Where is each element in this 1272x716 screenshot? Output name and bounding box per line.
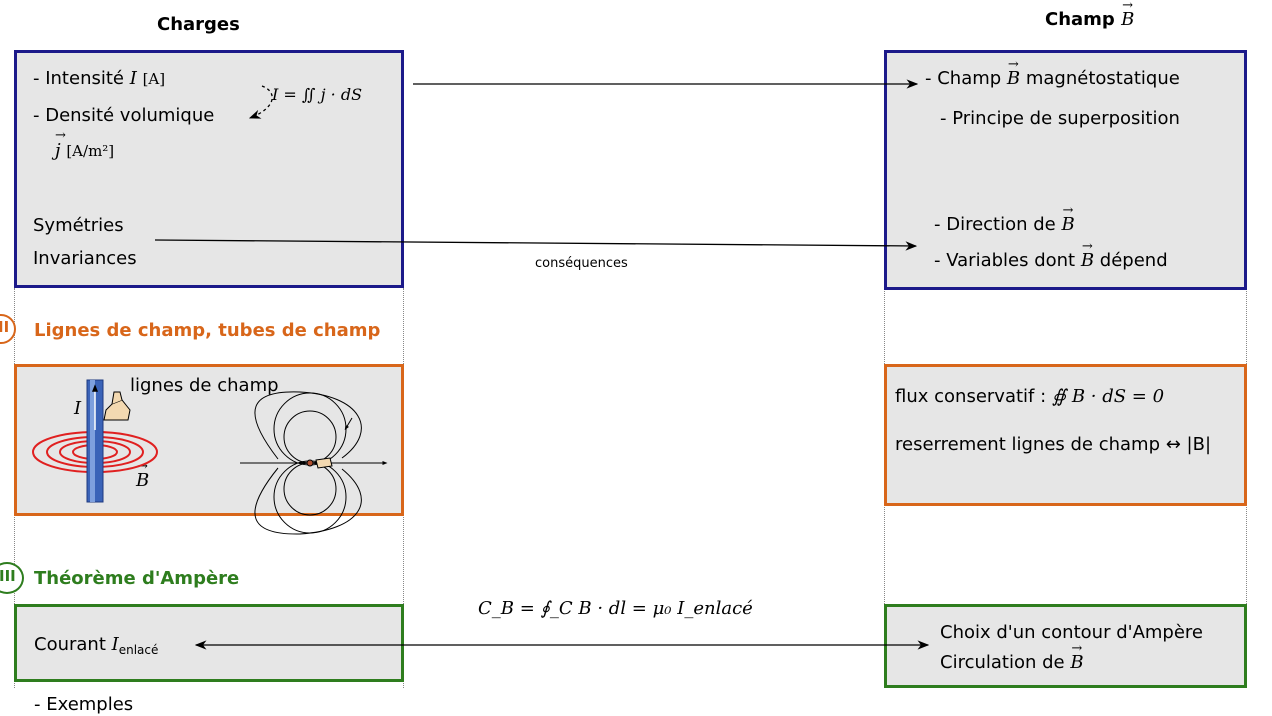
contour-line-2: Circulation de →B <box>940 641 1084 673</box>
lignes-champ-box <box>14 364 404 516</box>
exemples-label: - Exemples <box>34 694 134 715</box>
section-2-title: Lignes de champ, tubes de champ <box>34 320 381 341</box>
flux-line: flux conservatif : ∯ B · dS = 0 <box>895 386 1164 407</box>
densite-unit: [A/m²] <box>66 142 115 160</box>
section-2-number: II <box>0 318 10 336</box>
b-symbol: →B <box>1061 203 1075 235</box>
section-3-number-circle <box>0 562 24 594</box>
champ-box <box>884 50 1247 290</box>
lignes-champ-label: lignes de champ <box>130 375 279 396</box>
reserrement-line: reserrement lignes de champ ↔ |B| <box>895 434 1212 455</box>
section-3-title: Théorème d'Ampère <box>34 568 240 589</box>
ampere-formula: C_B = ∮_C B · dl = μ₀ I_enlacé <box>478 598 753 619</box>
densite-line: - Densité volumique <box>33 105 215 126</box>
champ-item-1-prefix: - Champ <box>925 68 1007 89</box>
intensite-label: - Intensité <box>33 68 130 89</box>
field-symbol: →B <box>136 459 150 491</box>
flux-line-prefix: flux conservatif : <box>895 386 1052 407</box>
current-symbol: I <box>74 398 82 419</box>
courant-label: Courant <box>34 634 112 655</box>
consequences-label: conséquences <box>535 256 628 271</box>
b-symbol: B <box>1121 9 1135 30</box>
charges-box <box>14 50 404 288</box>
relation-dashed-arrow <box>248 85 273 119</box>
courant-sub: enlacé <box>118 643 159 657</box>
champ-item-2: - Principe de superposition <box>940 108 1180 129</box>
champ-item-4-prefix: - Variables dont <box>934 250 1081 271</box>
champ-item-4: - Variables dont →B dépend <box>934 239 1168 271</box>
b-symbol: B <box>136 470 150 491</box>
intensite-relation: I = ∬ j · dS <box>272 85 363 104</box>
champ-item-3: - Direction de →B <box>934 203 1075 235</box>
symetries-label: Symétries <box>33 215 124 236</box>
section-3-number: III <box>0 567 16 585</box>
champ-header-text: Champ <box>1045 9 1122 30</box>
champ-item-3-prefix: - Direction de <box>934 214 1062 235</box>
contour-line-1: Choix d'un contour d'Ampère <box>940 622 1203 643</box>
intensite-line: - Intensité I [A] <box>33 68 165 89</box>
arrow-symetries <box>154 239 918 251</box>
invariances-label: Invariances <box>33 248 137 269</box>
charges-header: Charges <box>157 14 240 35</box>
champ-item-4-suffix: dépend <box>1094 250 1168 271</box>
courant-line: Courant Ienlacé <box>34 634 158 657</box>
contour-line-2-prefix: Circulation de <box>940 652 1071 673</box>
j-symbol: →j <box>55 128 66 161</box>
courant-var: I <box>111 634 119 655</box>
b-symbol: →B <box>1070 641 1084 673</box>
champ-header: Champ →B <box>1045 0 1135 30</box>
field-lines-illustration <box>240 391 388 535</box>
contour-box <box>884 604 1247 688</box>
flux-formula: ∯ B · dS = 0 <box>1051 386 1165 407</box>
wire-illustration <box>32 379 158 503</box>
b-symbol: →B <box>1006 57 1021 89</box>
champ-item-1: - Champ →B magnétostatique <box>925 57 1180 89</box>
champ-header-symbol: →B <box>1121 0 1135 30</box>
intensite-var: I <box>129 68 137 89</box>
intensite-unit: [A] <box>142 70 166 88</box>
flux-box <box>884 364 1247 506</box>
champ-item-1-suffix: magnétostatique <box>1020 68 1180 89</box>
b-symbol: →B <box>1080 239 1095 271</box>
densite-unit-line: →j [A/m²] <box>55 128 115 161</box>
